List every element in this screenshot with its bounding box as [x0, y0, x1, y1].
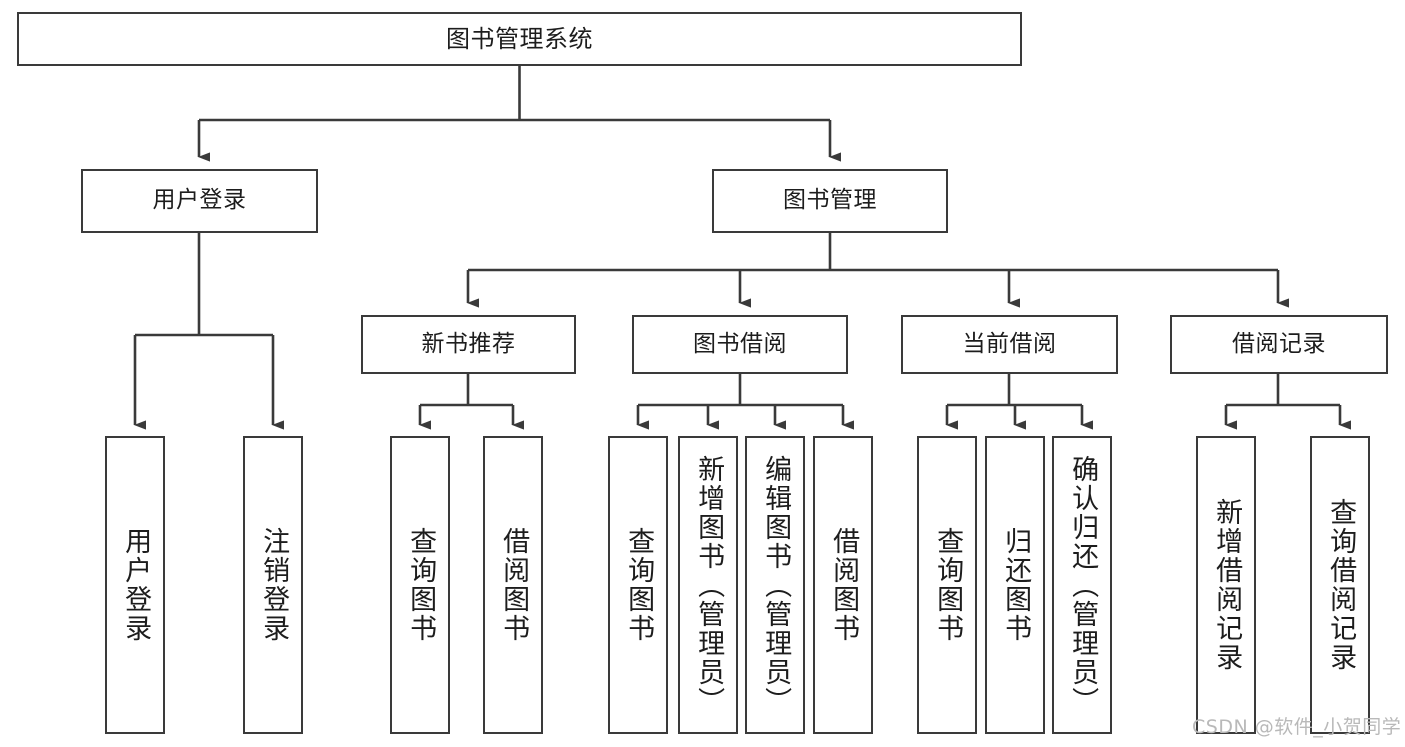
node-leaf-add-book-label: 新增图书（管理员）	[693, 454, 725, 716]
node-book-manage-label: 图书管理	[783, 187, 877, 214]
node-leaf-query-book-3[interactable]: 查询图书	[917, 436, 977, 734]
node-leaf-user-login[interactable]: 用户登录	[105, 436, 165, 734]
node-leaf-query-record-label: 查询借阅记录	[1325, 498, 1357, 672]
node-leaf-add-record[interactable]: 新增借阅记录	[1196, 436, 1256, 734]
node-leaf-borrow-book-1[interactable]: 借阅图书	[483, 436, 543, 734]
node-leaf-confirm-return[interactable]: 确认归还（管理员）	[1052, 436, 1112, 734]
node-leaf-return-book[interactable]: 归还图书	[985, 436, 1045, 734]
node-leaf-return-book-label: 归还图书	[1000, 527, 1032, 643]
node-user-login[interactable]: 用户登录	[81, 169, 318, 233]
node-leaf-add-record-label: 新增借阅记录	[1211, 498, 1243, 672]
watermark: CSDN @软件_小贺同学	[1192, 716, 1402, 738]
node-current-borrow[interactable]: 当前借阅	[901, 315, 1118, 374]
node-leaf-edit-book-label: 编辑图书（管理员）	[760, 454, 792, 716]
node-new-book-recommend[interactable]: 新书推荐	[361, 315, 576, 374]
node-leaf-query-book-1-label: 查询图书	[405, 527, 437, 643]
node-leaf-query-book-1[interactable]: 查询图书	[390, 436, 450, 734]
node-leaf-logout-login[interactable]: 注销登录	[243, 436, 303, 734]
node-leaf-borrow-book-1-label: 借阅图书	[498, 527, 530, 643]
node-leaf-edit-book[interactable]: 编辑图书（管理员）	[745, 436, 805, 734]
node-borrow-record[interactable]: 借阅记录	[1170, 315, 1388, 374]
node-root[interactable]: 图书管理系统	[17, 12, 1022, 66]
node-leaf-user-login-label: 用户登录	[120, 527, 152, 643]
node-root-label: 图书管理系统	[446, 24, 593, 53]
node-borrow-record-label: 借阅记录	[1232, 330, 1326, 357]
node-leaf-query-book-2-label: 查询图书	[623, 527, 655, 643]
node-leaf-query-record[interactable]: 查询借阅记录	[1310, 436, 1370, 734]
node-user-login-label: 用户登录	[152, 187, 247, 214]
node-leaf-add-book[interactable]: 新增图书（管理员）	[678, 436, 738, 734]
node-current-borrow-label: 当前借阅	[962, 330, 1057, 357]
node-book-manage[interactable]: 图书管理	[712, 169, 948, 233]
node-leaf-logout-login-label: 注销登录	[258, 527, 290, 643]
node-leaf-query-book-2[interactable]: 查询图书	[608, 436, 668, 734]
node-leaf-borrow-book-2-label: 借阅图书	[828, 527, 860, 643]
node-leaf-confirm-return-label: 确认归还（管理员）	[1067, 454, 1099, 716]
node-book-borrow[interactable]: 图书借阅	[632, 315, 848, 374]
node-book-borrow-label: 图书借阅	[693, 330, 787, 357]
node-leaf-borrow-book-2[interactable]: 借阅图书	[813, 436, 873, 734]
node-leaf-query-book-3-label: 查询图书	[932, 527, 964, 643]
node-new-book-recommend-label: 新书推荐	[421, 330, 516, 357]
